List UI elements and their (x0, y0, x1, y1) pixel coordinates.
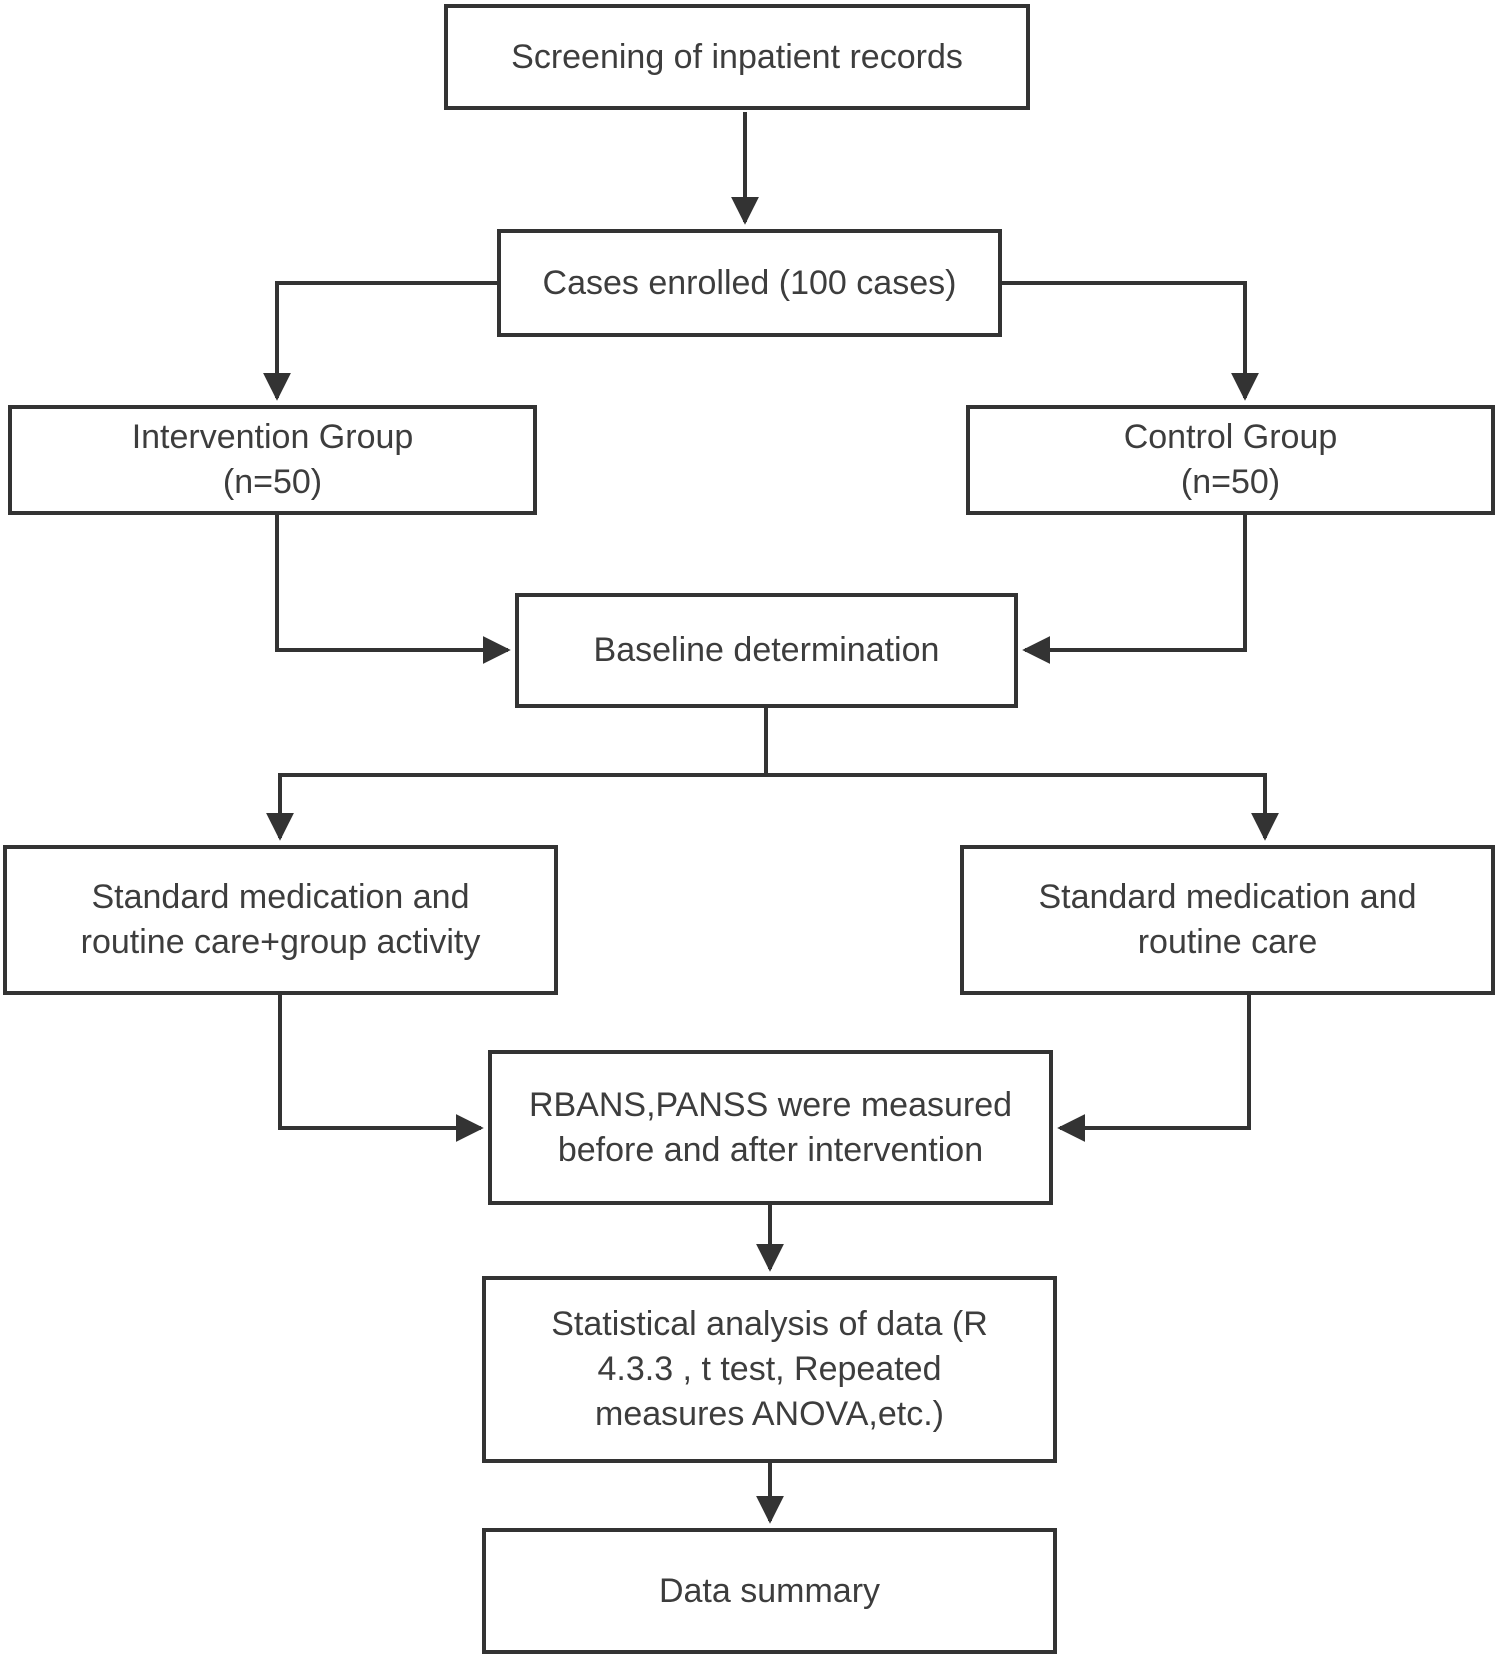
edge-enrolled-intervention (263, 281, 497, 401)
node-intervention-care: Standard medication and routine care+gro… (3, 845, 558, 995)
node-enrolled: Cases enrolled (100 cases) (497, 229, 1002, 337)
edge-intervention-baseline (275, 515, 511, 664)
node-baseline-determination: Baseline determination (515, 593, 1018, 708)
node-control-group: Control Group (n=50) (966, 405, 1495, 515)
node-control-care: Standard medication and routine care (960, 845, 1495, 995)
edge-baseline-control-care (764, 773, 1279, 841)
edge-control-baseline (1022, 515, 1247, 664)
edge-baseline-intervention-care (266, 773, 768, 841)
edge-intervention-care-measures (278, 995, 484, 1142)
edge-enrolled-control (1002, 281, 1259, 401)
node-data-summary: Data summary (482, 1528, 1057, 1654)
node-measures: RBANS,PANSS were measured before and aft… (488, 1050, 1053, 1205)
node-intervention-group: Intervention Group (n=50) (8, 405, 537, 515)
node-statistical-analysis: Statistical analysis of data (R 4.3.3 , … (482, 1276, 1057, 1463)
node-screening: Screening of inpatient records (444, 4, 1030, 110)
edge-control-care-measures (1057, 995, 1251, 1142)
